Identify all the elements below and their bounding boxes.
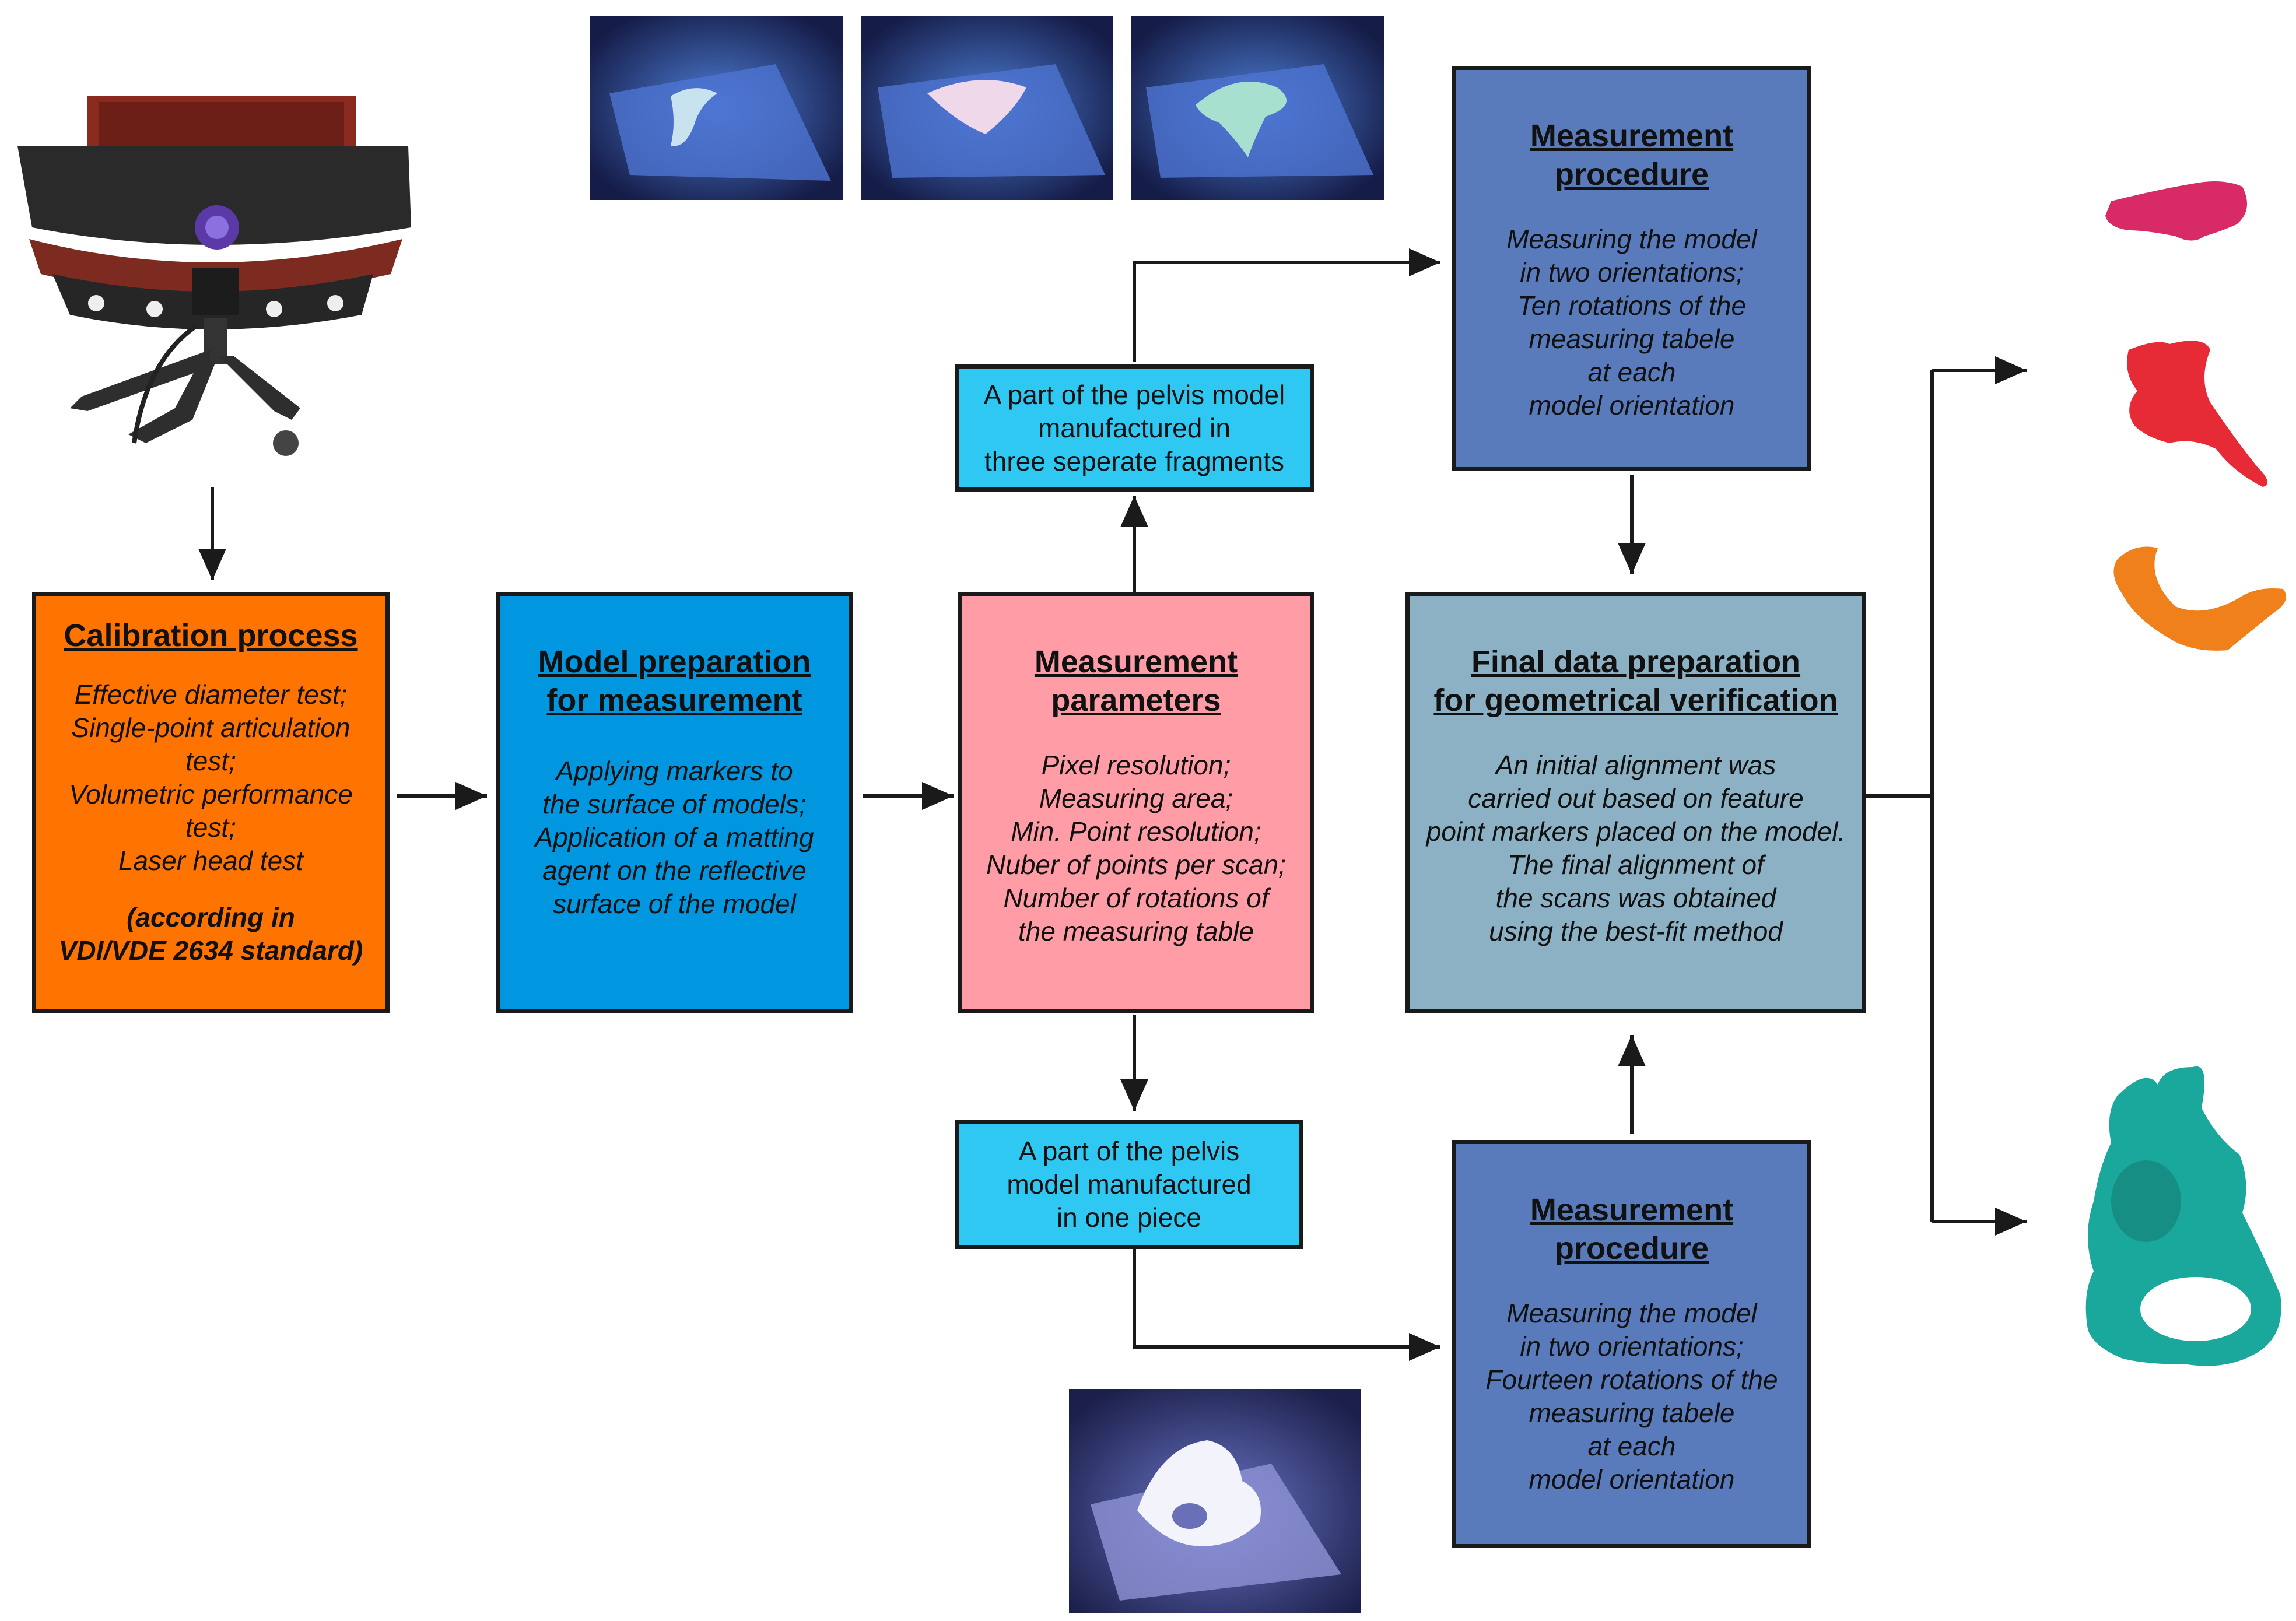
render-fragment-pink — [2105, 181, 2247, 241]
three-fragments-text: A part of the pelvis model manufactured … — [983, 379, 1285, 476]
final-data-preparation-box: Final data preparation for geometrical v… — [1405, 592, 1866, 1013]
fragments-scan-photo-1 — [590, 16, 843, 200]
model-prep-title: Model preparation for measurement — [538, 644, 811, 718]
three-fragments-box: A part of the pelvis model manufactured … — [955, 364, 1314, 492]
arrow-fragments-three-to-procedure-top — [1133, 248, 1440, 362]
measurement-procedure-top-box: Measurement procedure Measuring the mode… — [1452, 66, 1811, 471]
procedure-top-title: Measurement procedure — [1530, 118, 1734, 192]
3d-scanner-photo — [17, 96, 411, 456]
final-title: Final data preparation for geometrical v… — [1433, 644, 1838, 718]
one-piece-box: A part of the pelvis model manufactured … — [955, 1120, 1303, 1249]
measurement-parameters-box: Measurement parameters Pixel resolution;… — [958, 592, 1314, 1013]
fragments-scan-photo-3 — [1131, 16, 1384, 200]
one-piece-scan-photo — [1069, 1389, 1361, 1613]
model-prep-body: Applying markers to the surface of model… — [535, 756, 814, 919]
one-piece-text: A part of the pelvis model manufactured … — [1007, 1135, 1252, 1233]
parameters-body: Pixel resolution; Measuring area; Min. P… — [986, 750, 1286, 946]
procedure-top-body: Measuring the model in two orientations;… — [1506, 224, 1757, 420]
fragments-scan-photo-2 — [861, 16, 1113, 200]
procedure-bottom-title: Measurement procedure — [1530, 1192, 1734, 1266]
final-body: An initial alignment was carried out bas… — [1426, 750, 1846, 946]
render-fragment-red — [2127, 341, 2267, 487]
calibration-process-box: Calibration process Effective diameter t… — [32, 592, 390, 1013]
parameters-title: Measurement parameters — [1034, 644, 1238, 718]
calibration-title: Calibration process — [64, 618, 358, 653]
calibration-body: Effective diameter test; Single-point ar… — [69, 679, 353, 876]
arrow-fragment-one-to-procedure-bottom — [1133, 1248, 1440, 1361]
procedure-bottom-body: Measuring the model in two orientations;… — [1485, 1298, 1778, 1494]
render-pelvis-teal — [2085, 1066, 2281, 1366]
measurement-procedure-bottom-box: Measurement procedure Measuring the mode… — [1452, 1140, 1811, 1548]
render-fragment-orange — [2113, 546, 2286, 651]
model-preparation-box: Model preparation for measurement Applyi… — [496, 592, 853, 1013]
calibration-standard-note: (according in VDI/VDE 2634 standard) — [58, 902, 363, 966]
